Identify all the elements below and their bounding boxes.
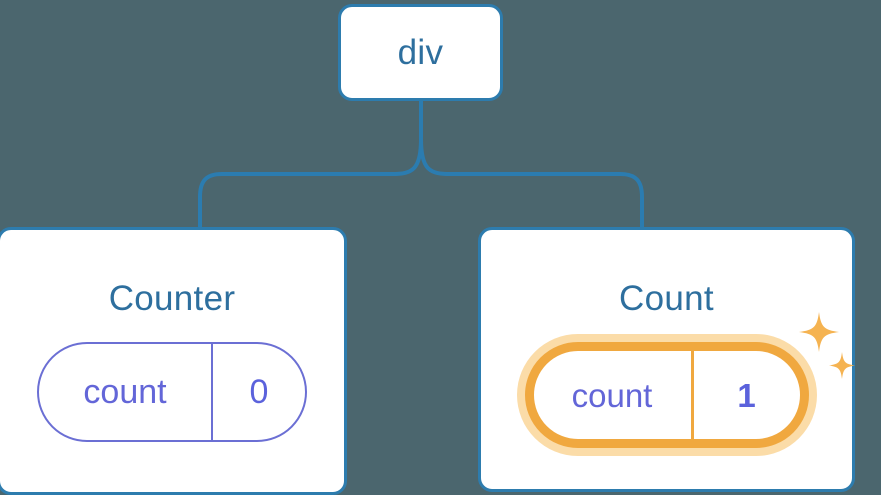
count-state-pill-wrapper: count 1: [524, 312, 855, 448]
root-node-label: div: [397, 33, 444, 72]
sparkles-icon: [798, 312, 855, 379]
counter-state-pill[interactable]: count 0: [37, 342, 307, 442]
tree-node-root[interactable]: div: [338, 4, 503, 101]
count-state-value: 1: [737, 376, 756, 414]
counter-state-key: count: [39, 344, 213, 440]
tree-node-count[interactable]: Count count 1: [478, 227, 855, 492]
count-card-title: Count: [619, 279, 714, 318]
sparkle-small: [828, 352, 855, 379]
sparkle-large: [798, 312, 839, 352]
connector-branch-right: [419, 137, 644, 229]
count-state-key: count: [534, 351, 694, 439]
counter-state-pill-wrapper: count 0: [37, 342, 307, 442]
counter-card-title: Counter: [108, 279, 236, 318]
count-state-pill[interactable]: count 1: [524, 342, 809, 448]
counter-state-value: 0: [249, 373, 269, 411]
tree-node-counter[interactable]: Counter count 0: [0, 227, 347, 495]
connector-branch-left: [198, 137, 423, 229]
